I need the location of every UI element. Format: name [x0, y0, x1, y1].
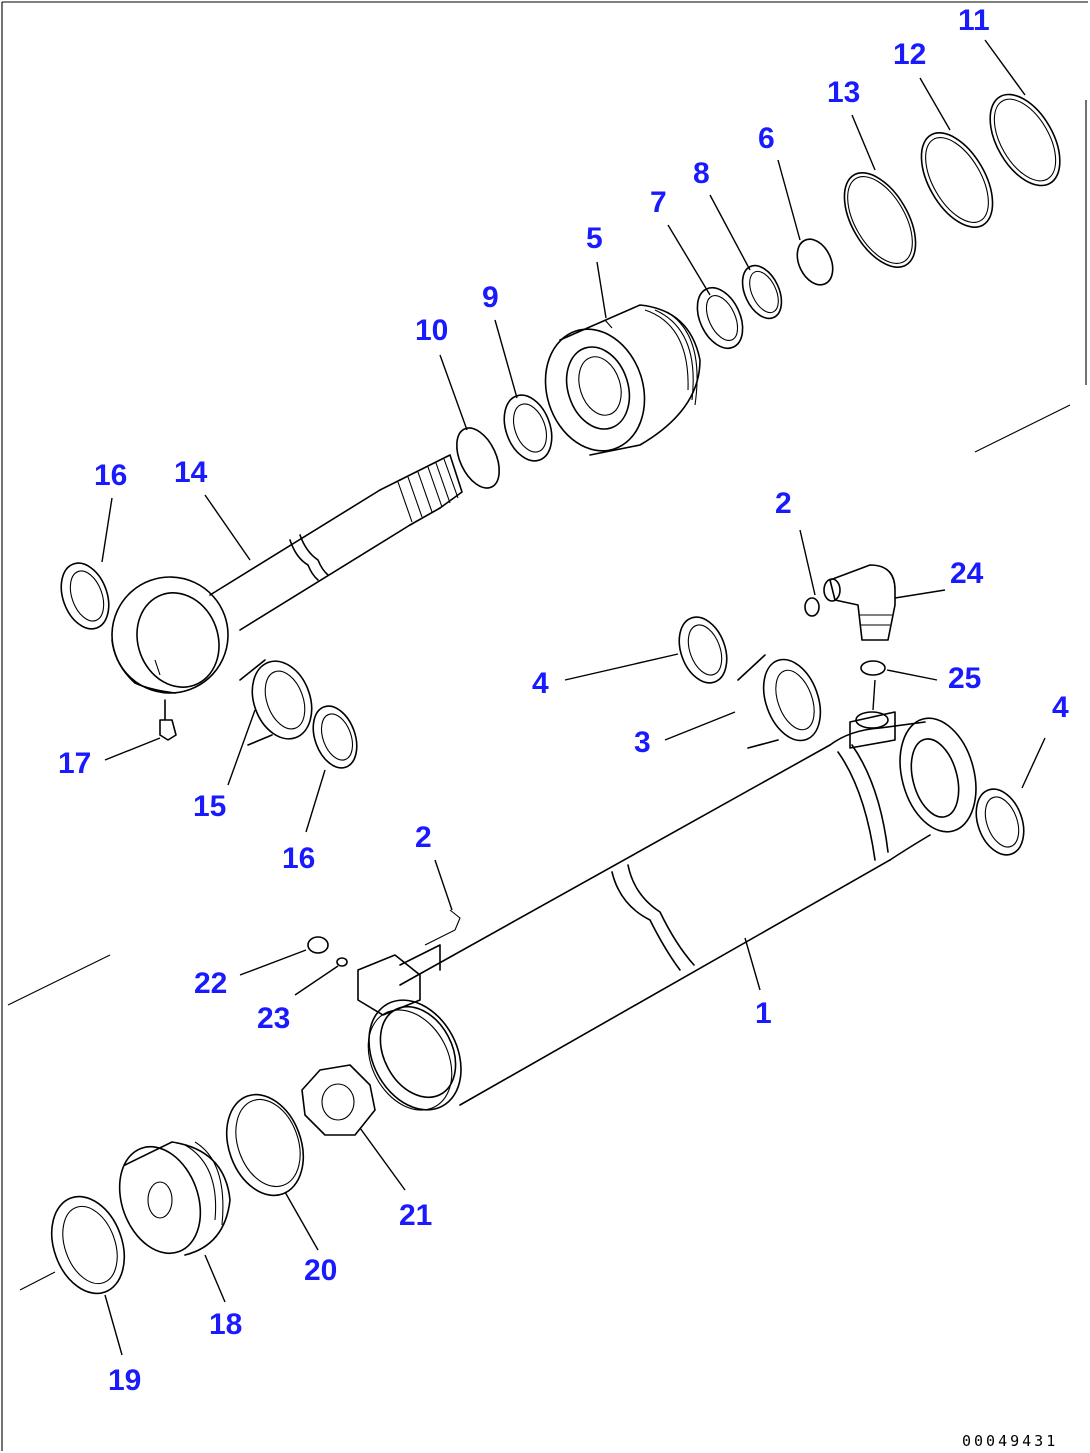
callout-1: 1: [755, 997, 772, 1030]
callout-18: 18: [209, 1308, 242, 1341]
part-piston-rod: [111, 454, 463, 694]
callout-10: 10: [415, 314, 448, 347]
callout-23: 23: [257, 1002, 290, 1035]
part-piston: [544, 304, 701, 456]
callout-12: 12: [893, 38, 926, 71]
callout-3: 3: [634, 726, 651, 759]
callout-16-lower: 16: [282, 842, 315, 875]
leader-lines: [101, 39, 1046, 1356]
callout-22: 22: [194, 967, 227, 1000]
callout-17: 17: [58, 747, 91, 780]
callout-11: 11: [958, 4, 990, 37]
callout-2-lower: 2: [415, 821, 432, 854]
diagram-code: 00049431: [962, 1432, 1058, 1450]
callout-2-upper: 2: [775, 487, 792, 520]
callout-6: 6: [758, 122, 775, 155]
callout-15: 15: [193, 790, 226, 823]
seal-rings: [50, 93, 1061, 1295]
callout-19: 19: [108, 1364, 141, 1397]
callout-13: 13: [827, 76, 860, 109]
callout-16-upper: 16: [94, 459, 127, 492]
callout-8: 8: [693, 157, 710, 190]
callout-14: 14: [174, 456, 208, 489]
callout-4-upper: 4: [532, 667, 549, 700]
callout-20: 20: [304, 1254, 337, 1287]
callout-21: 21: [399, 1199, 432, 1232]
callout-7: 7: [650, 186, 667, 219]
callout-25: 25: [948, 662, 981, 695]
callout-24: 24: [950, 557, 984, 590]
callout-9: 9: [482, 281, 499, 314]
callout-4-right: 4: [1052, 691, 1069, 724]
part-cylinder-tube: [357, 711, 977, 1111]
callout-5: 5: [586, 222, 603, 255]
callout-labels: 11 12 13 6 8 7 5 9 10 16 14 2 24 4 25 4 …: [58, 4, 1069, 1397]
